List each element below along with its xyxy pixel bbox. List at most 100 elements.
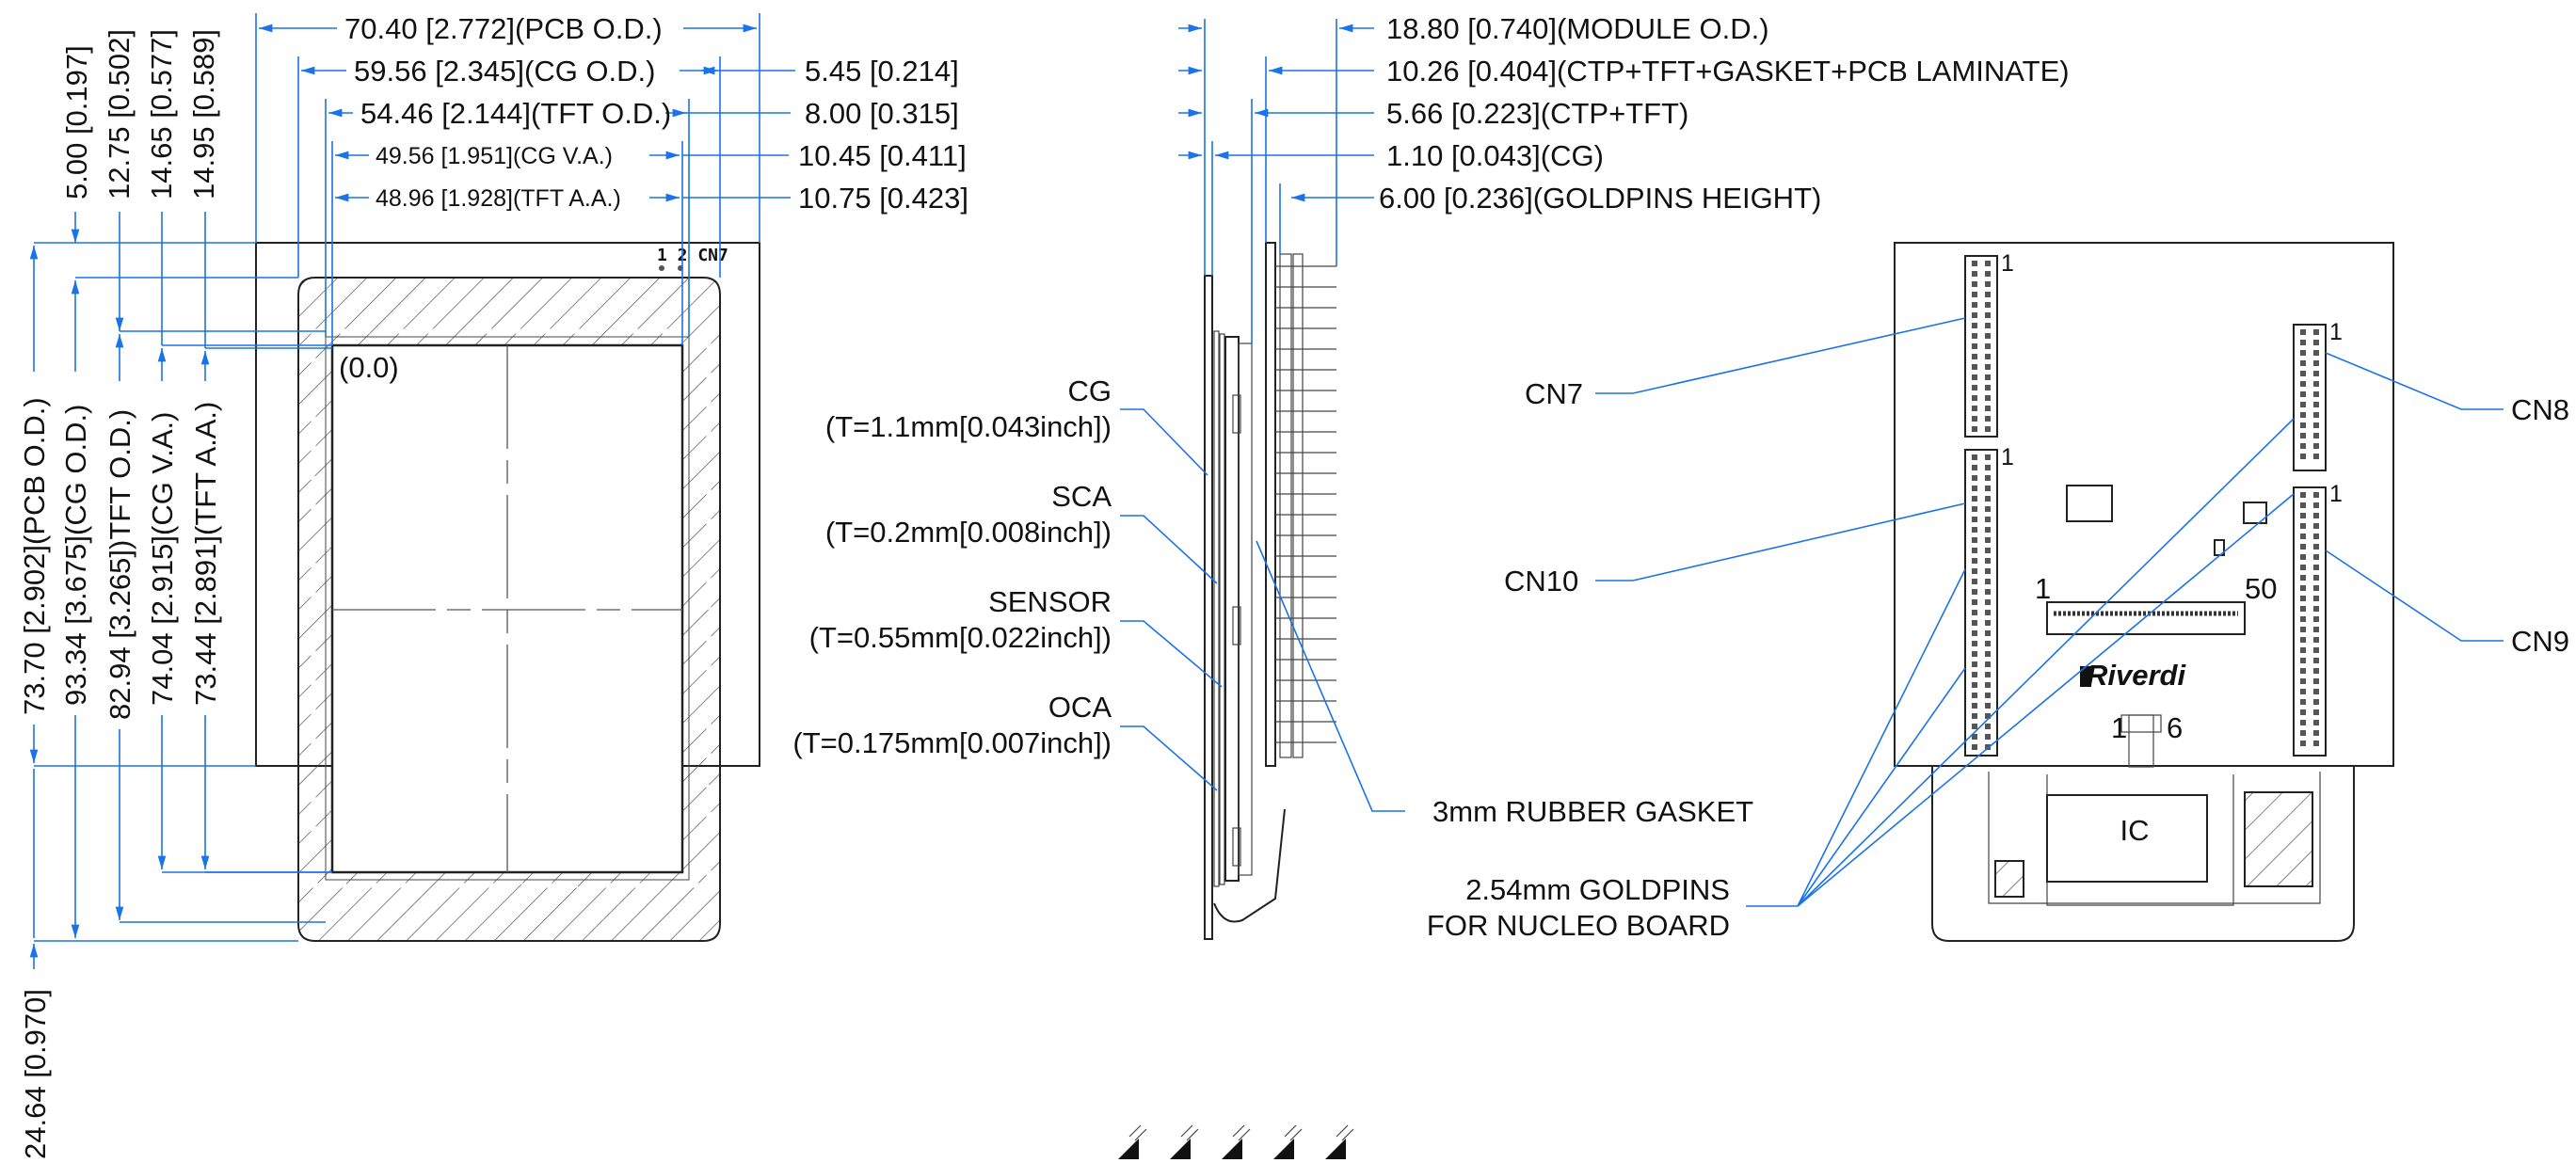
header-pin [2313, 454, 2319, 459]
header-pin [2313, 402, 2319, 407]
header-pin [1985, 734, 1991, 740]
dim-goldpins-height: 6.00 [0.236](GOLDPINS HEIGHT) [1379, 182, 1821, 215]
header-pin [2300, 678, 2306, 684]
header-pin [1972, 281, 1977, 287]
dim-pcb-width: 70.40 [2.772](PCB O.D.) [344, 12, 663, 45]
layer-sca-name: SCA [1051, 480, 1112, 513]
header-pin [2313, 616, 2319, 622]
layer-sca-thickness: (T=0.2mm[0.008inch]) [825, 516, 1112, 549]
cn9-label: CN9 [2511, 625, 2569, 658]
header-pin [2300, 668, 2306, 674]
header-pin [1972, 395, 1977, 401]
header-pin [2300, 596, 2306, 601]
layer-cg-name: CG [1068, 374, 1112, 407]
header-pin [1972, 385, 1977, 390]
header-pin [2300, 709, 2306, 715]
svg-text:50: 50 [2245, 572, 2277, 605]
top-dimensions: 70.40 [2.772](PCB O.D.) 59.56 [2.345](CG… [255, 12, 760, 345]
header-pin [2313, 554, 2319, 560]
header-pin [1972, 261, 1977, 266]
header-pin [1985, 343, 1991, 349]
small-chip [2243, 502, 2267, 524]
header-pin [1985, 281, 1991, 287]
header-pin [2313, 606, 2319, 612]
dim-right-3: 10.45 [0.411] [798, 139, 967, 172]
header-pin [1972, 496, 1977, 502]
cn8-header [2293, 324, 2327, 471]
goldpins-label-2: FOR NUCLEO BOARD [1427, 909, 1730, 942]
header-pin [1985, 703, 1991, 709]
header-pin [1972, 703, 1977, 709]
layer-oca-thickness: (T=0.175mm[0.007inch]) [792, 726, 1112, 759]
header-pin [2313, 678, 2319, 684]
header-pin [1985, 661, 1991, 667]
dim-left-top-3: 14.65 [0.577] [145, 29, 178, 199]
dim-tft-height: 82.94 [3.265])TFT O.D.) [104, 409, 136, 720]
header-pin [2300, 360, 2306, 366]
header-pin [1972, 527, 1977, 533]
header-pin [1985, 333, 1991, 339]
dim-bottom: 24.64 [0.970] [19, 989, 52, 1159]
header-pin [1985, 672, 1991, 677]
header-pins [1972, 261, 2319, 750]
dim-cg-width: 59.56 [2.345](CG O.D.) [354, 55, 655, 88]
header-pin [1972, 416, 1977, 422]
header-pin [1985, 506, 1991, 512]
header-pin [1972, 630, 1977, 636]
cover-glass-layer [1204, 275, 1213, 940]
header-pin [1972, 426, 1977, 432]
header-pin [2313, 534, 2319, 539]
header-pin [2300, 616, 2306, 622]
ic-box [2046, 794, 2208, 883]
header-pin [2300, 523, 2306, 529]
header-pin [2300, 371, 2306, 376]
header-pin [1972, 323, 1977, 328]
header-pin [1985, 374, 1991, 380]
header-pin [1972, 465, 1977, 470]
header-pin [1985, 312, 1991, 318]
header-pin [2300, 433, 2306, 438]
header-pin [1972, 271, 1977, 277]
header-pin [1972, 744, 1977, 750]
layer-cg-thickness: (T=1.1mm[0.043inch]) [825, 410, 1112, 443]
header-pin [1972, 641, 1977, 646]
dim-right-1: 5.45 [0.214] [805, 55, 959, 88]
cg-back-outline [1931, 766, 2355, 942]
dim-cg-va: 49.56 [1.951](CG V.A.) [376, 143, 613, 169]
header-pin [1972, 354, 1977, 359]
header-pin [1985, 364, 1991, 370]
header-pin [2300, 422, 2306, 428]
pcb-back-outline [1894, 242, 2394, 767]
layer-labels: CG (T=1.1mm[0.043inch]) SCA (T=0.2mm[0.0… [792, 374, 1753, 828]
header-pin [1985, 558, 1991, 564]
svg-text:1: 1 [2001, 250, 2014, 277]
header-pin [1972, 589, 1977, 595]
header-pin [1972, 343, 1977, 349]
svg-text:6: 6 [2167, 711, 2183, 744]
header-pin [1972, 682, 1977, 688]
dim-tft-width: 54.46 [2.144](TFT O.D.) [360, 97, 671, 130]
header-pin [1985, 465, 1991, 470]
header-pin [1972, 312, 1977, 318]
header-pin [2313, 360, 2319, 366]
header-pin [2300, 381, 2306, 387]
dim-module-od: 18.80 [0.740](MODULE O.D.) [1386, 12, 1769, 45]
layer-sensor-thickness: (T=0.55mm[0.022inch]) [809, 621, 1112, 654]
header-pin [2300, 534, 2306, 539]
layer-sensor-name: SENSOR [988, 585, 1112, 618]
header-pin [2300, 575, 2306, 581]
header-pin [1985, 713, 1991, 719]
header-pin [1985, 620, 1991, 626]
header-pin [2313, 523, 2319, 529]
header-pin [1972, 651, 1977, 657]
header-pin [1972, 292, 1977, 297]
header-pin [2313, 575, 2319, 581]
header-pin [2300, 502, 2306, 508]
left-dimensions-side: 73.70 [2.902](PCB O.D.) 93.34 [3.675](CG… [18, 246, 332, 1159]
header-pin [2313, 513, 2319, 518]
header-pin [1985, 395, 1991, 401]
cn9-header [2293, 486, 2327, 757]
header-pin [2313, 627, 2319, 632]
svg-text:1: 1 [2329, 319, 2343, 345]
header-pin [1985, 416, 1991, 422]
